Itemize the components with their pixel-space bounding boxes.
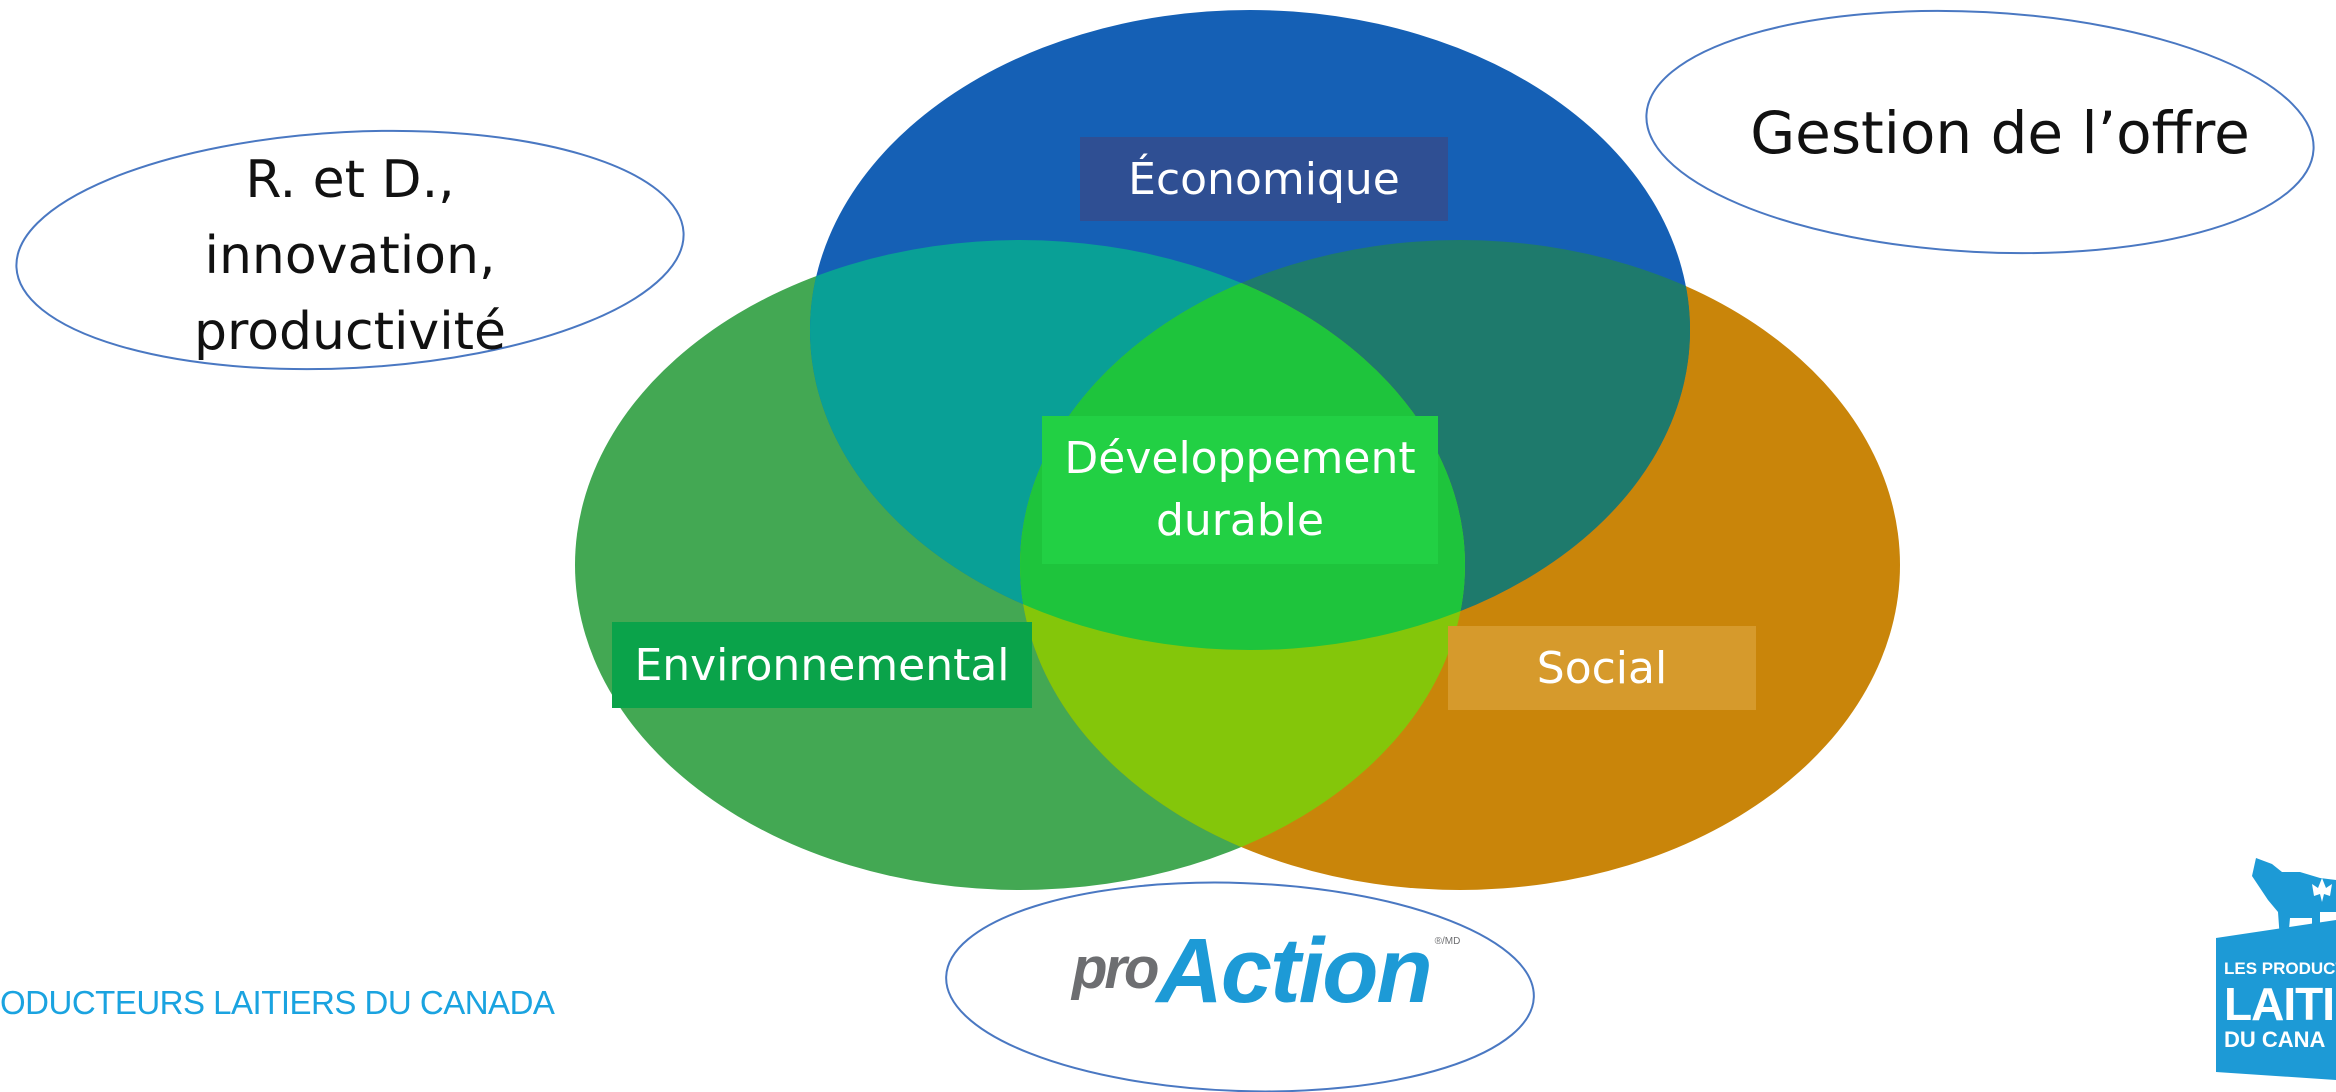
rd-line3: productivité — [193, 302, 507, 362]
proaction-trademark: ®/MD — [1434, 936, 1461, 947]
social-label-bg — [1448, 626, 1756, 710]
economic-label: Économique — [1128, 153, 1400, 205]
economic-label-bg — [1080, 137, 1448, 221]
environmental-label: Environnemental — [634, 639, 1010, 691]
rd-bubble — [15, 129, 685, 371]
supply-management-text: Gestion de l’offre — [1750, 99, 2250, 167]
logo-badge — [2216, 920, 2336, 1080]
social-label: Social — [1536, 642, 1668, 694]
proaction-bubble — [945, 881, 1535, 1092]
maple-leaf-icon — [2312, 878, 2332, 902]
logo-line3: DU CANA — [2224, 1027, 2326, 1052]
center-label-bg — [1042, 416, 1438, 564]
supply-management-bubble — [1645, 9, 2315, 255]
logo-line1: LES PRODUCT — [2224, 959, 2336, 978]
proaction-action-text: Action — [1156, 920, 1432, 1022]
proaction-logo: proAction®/MD — [1072, 925, 1460, 1017]
rd-line1: R. et D., — [245, 150, 455, 210]
rd-bubble-text: R. et D., innovation, productivité — [120, 148, 580, 364]
rd-line2: innovation, — [204, 226, 496, 286]
footer-organization: ODUCTEURS LAITIERS DU CANADA — [0, 984, 555, 1021]
proaction-pro-text: pro — [1072, 936, 1159, 1001]
dfc-logo — [2216, 858, 2336, 1080]
center-label-line1: Développement — [1064, 433, 1416, 484]
center-label: Développement durable — [1042, 416, 1438, 564]
center-label-line2: durable — [1155, 495, 1325, 546]
cow-icon — [2252, 858, 2336, 940]
logo-line2: LAITIE — [2224, 978, 2336, 1030]
environmental-label-bg — [612, 622, 1032, 708]
overlap-center — [1020, 240, 1465, 650]
logo-text: LES PRODUCT LAITIE DU CANA — [2224, 950, 2336, 1070]
